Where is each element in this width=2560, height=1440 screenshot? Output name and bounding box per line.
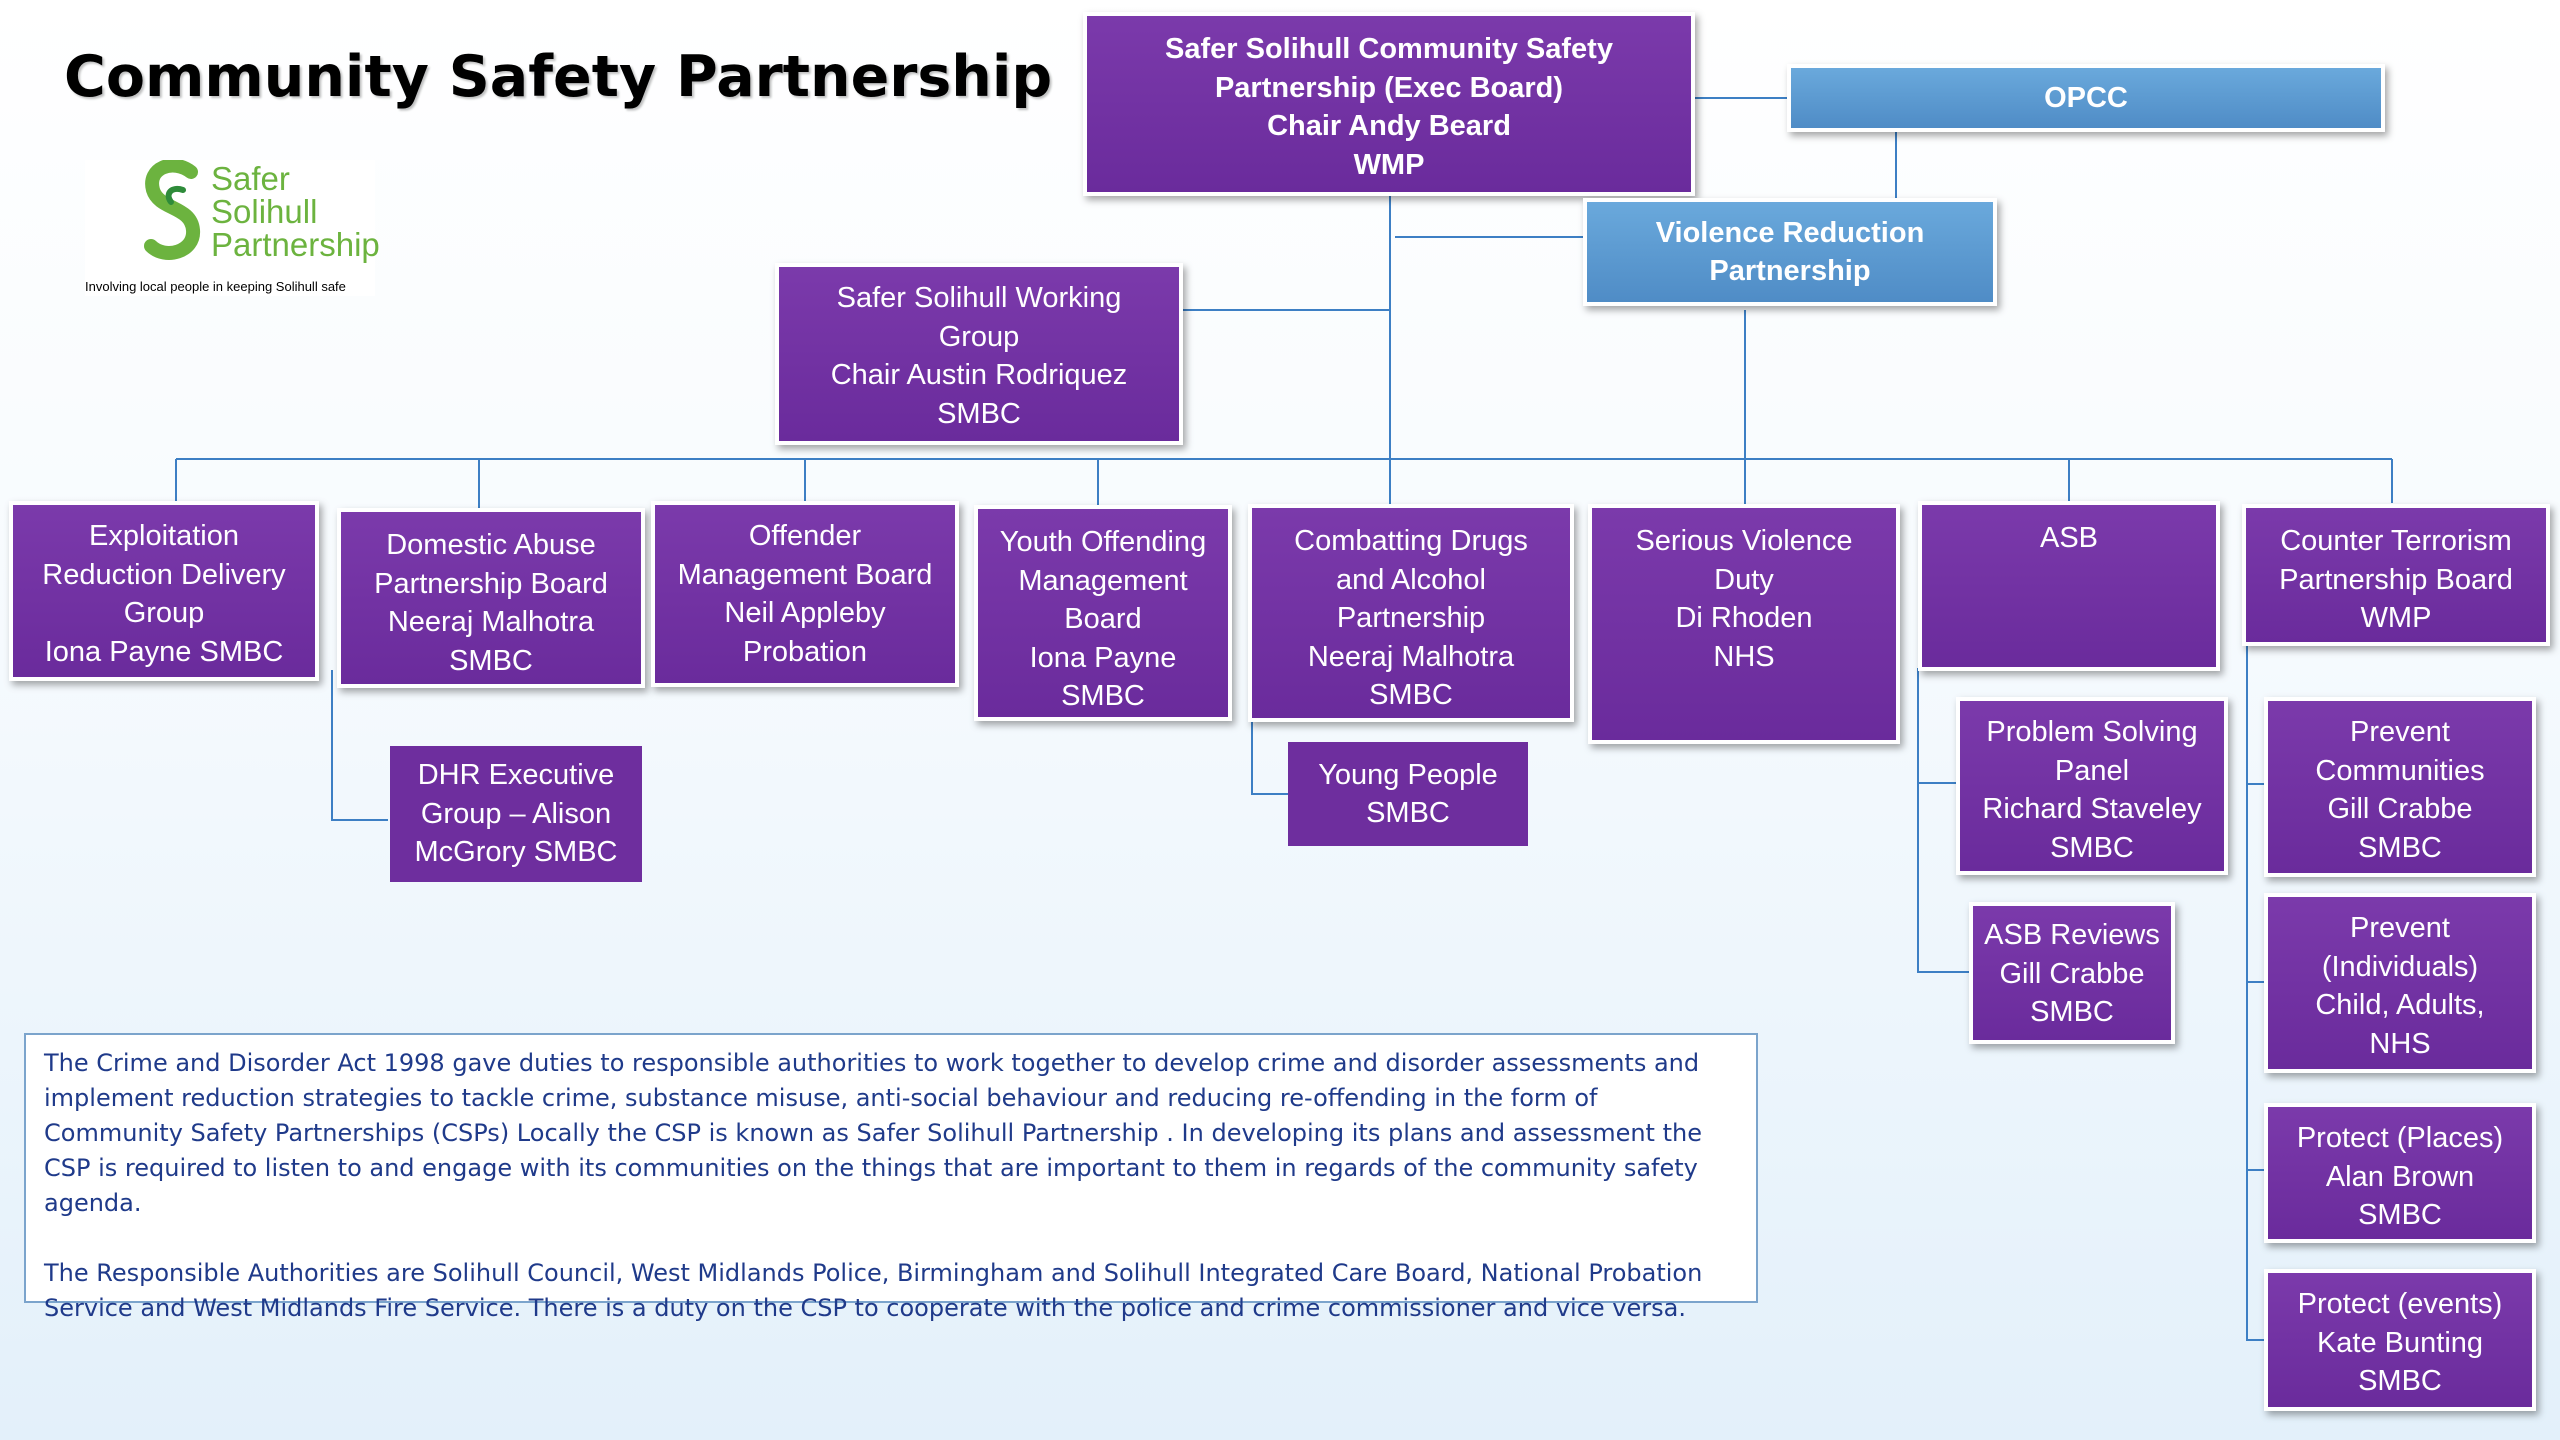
asb-box: ASB [1918, 501, 2220, 671]
opcc-box: OPCC [1787, 64, 2385, 132]
logo-tagline: Involving local people in keeping Solihu… [85, 279, 346, 294]
logo-s-icon [144, 160, 200, 260]
connector-counter-vertical [2246, 646, 2264, 1341]
safer-solihull-logo: Safer Solihull Partnership Involving loc… [85, 160, 380, 296]
logo-word-partnership: Partnership [211, 226, 380, 263]
info-paragraph-2: The Responsible Authorities are Solihull… [44, 1259, 1703, 1322]
connector-drugs-young [1251, 718, 1288, 795]
page-title: Community Safety Partnership [64, 44, 1053, 110]
connector-domestic-dhr [331, 670, 388, 821]
connector-asb-reviews [1917, 668, 1971, 973]
info-paragraph-1: The Crime and Disorder Act 1998 gave dut… [44, 1049, 1702, 1217]
logo-word-safer: Safer [211, 160, 290, 197]
prevent-individuals-box: Prevent(Individuals)Child, Adults,NHS [2264, 893, 2536, 1073]
logo-word-solihull: Solihull [211, 193, 318, 230]
info-text-box: The Crime and Disorder Act 1998 gave dut… [24, 1033, 1758, 1322]
